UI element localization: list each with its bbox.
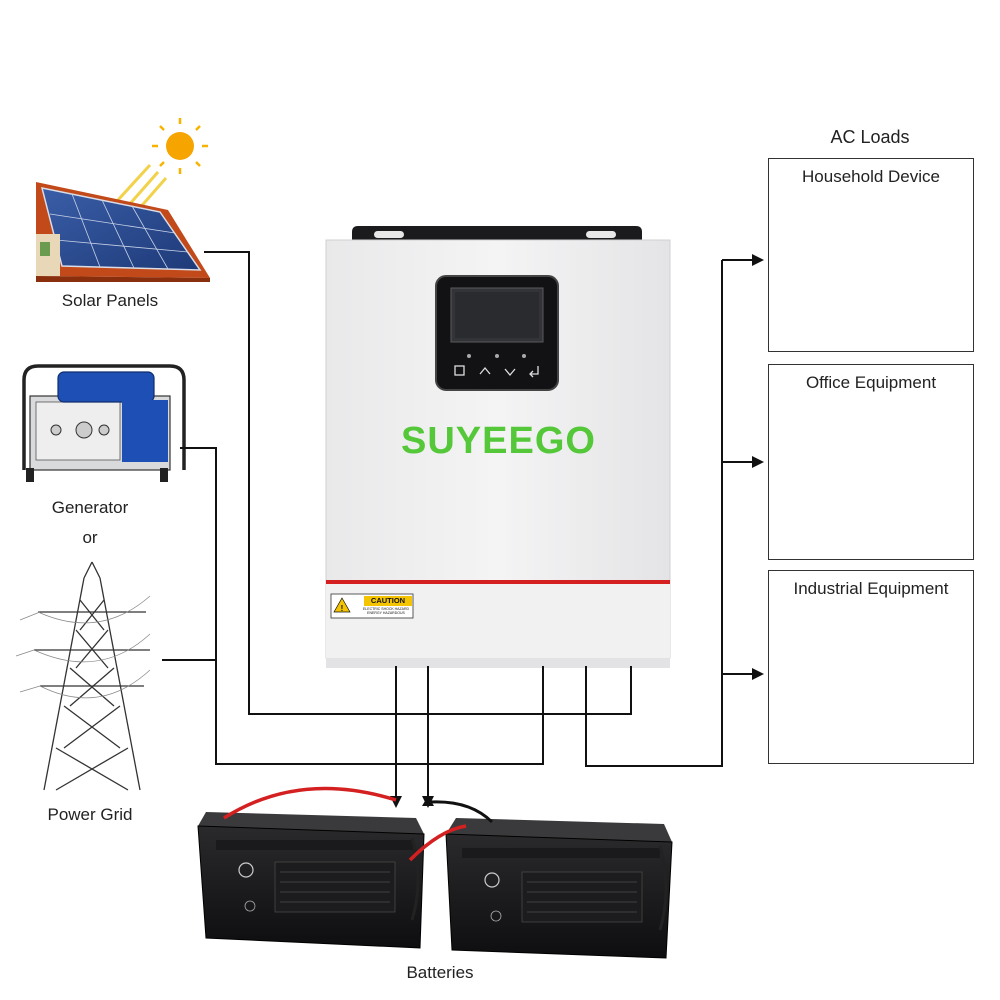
ac-loads-title: AC Loads (830, 127, 910, 147)
battery-left (197, 812, 425, 949)
generator-icon (22, 364, 186, 482)
solar-panels-label: Solar Panels (61, 291, 159, 310)
household-device-box: Household Device (768, 158, 974, 352)
wiring (162, 251, 764, 808)
industrial-equipment-box: Industrial Equipment (768, 570, 974, 764)
office-equipment-title: Office Equipment (805, 373, 937, 392)
or-label: or (82, 528, 98, 547)
power-tower-icon (15, 561, 151, 791)
industrial-equipment-title: Industrial Equipment (793, 579, 949, 598)
up-arrow-icon (422, 796, 434, 806)
battery-right (445, 818, 673, 959)
battery-red-cable (223, 786, 397, 820)
battery-black-cable (429, 800, 494, 824)
solar-panel-house-icon (36, 182, 210, 282)
caution-text: ELECTRIC SHOCK HAZARD ENERGY HAZARDOUS (362, 607, 410, 615)
generator-label: Generator (51, 498, 129, 517)
inverter-brand-logo: SUYEEGO (401, 420, 596, 462)
sun-icon (116, 118, 208, 211)
household-device-title: Household Device (802, 167, 940, 186)
power-grid-label: Power Grid (47, 805, 133, 824)
caution-label: CAUTION (364, 596, 412, 606)
svg-text:!: ! (341, 604, 344, 613)
office-equipment-box: Office Equipment (768, 364, 974, 560)
inverter-unit: ! (325, 226, 671, 668)
batteries-label: Batteries (406, 963, 474, 982)
